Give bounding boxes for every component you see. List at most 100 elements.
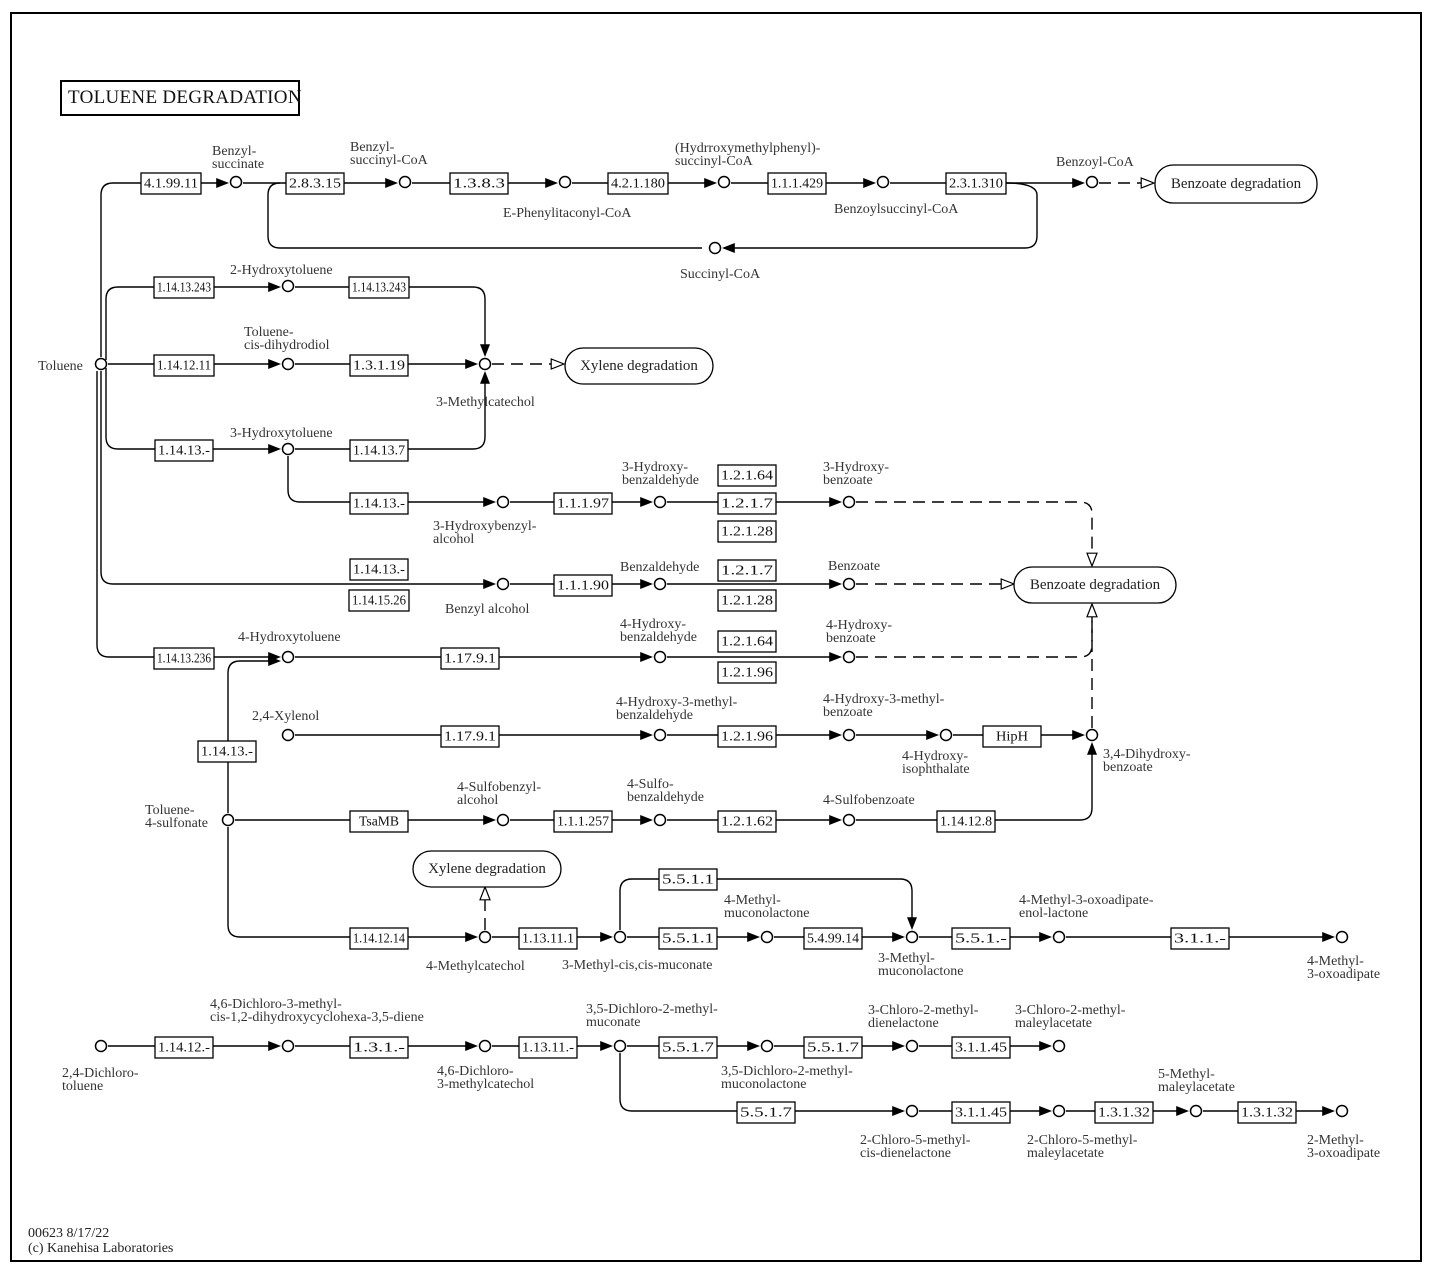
enzyme-box[interactable]: 1.1.1.429 [767, 172, 827, 195]
enzyme-box[interactable]: 1.14.12.14 [349, 927, 409, 950]
enzyme-box[interactable]: 1.2.1.64 [717, 464, 777, 487]
compound-2c5mcisdienelactone[interactable]: 2-Chloro-5-methyl-cis-dienelactone [860, 1104, 971, 1162]
compound-node-icon[interactable] [478, 930, 492, 944]
enzyme-rect[interactable] [154, 439, 214, 462]
compound-node-icon[interactable] [717, 175, 731, 189]
compound-4hydroxybenzoate[interactable]: 4-Hydroxy-benzoate [826, 618, 892, 664]
compound-node-icon[interactable] [1052, 930, 1066, 944]
enzyme-rect[interactable] [349, 927, 409, 950]
enzyme-box[interactable]: 3.1.1.45 [951, 1036, 1011, 1059]
enzyme-box[interactable]: 1.14.13.7 [349, 439, 409, 462]
enzyme-rect[interactable] [518, 927, 578, 950]
enzyme-rect[interactable] [982, 725, 1042, 748]
enzyme-box[interactable]: 1.2.1.64 [717, 630, 777, 653]
enzyme-box[interactable]: 5.5.1.- [951, 927, 1011, 950]
enzyme-rect[interactable] [285, 172, 345, 195]
enzyme-rect[interactable] [197, 740, 257, 763]
compound-node-icon[interactable] [842, 577, 856, 591]
compound-3hydroxybenzoate[interactable]: 3-Hydroxy-benzoate [823, 460, 889, 509]
enzyme-rect[interactable] [658, 868, 718, 891]
enzyme-rect[interactable] [349, 492, 409, 515]
compound-4sulfobenzaldehyde[interactable]: 4-Sulfo-benzaldehyde [627, 777, 704, 827]
compound-4h3mbenzoate[interactable]: 4-Hydroxy-3-methyl-benzoate [823, 692, 945, 742]
enzyme-box[interactable]: 1.14.12.8 [936, 810, 996, 833]
compound-5mmaleylacetate[interactable]: 5-Methyl-maleylacetate [1158, 1067, 1235, 1118]
enzyme-rect[interactable] [936, 810, 996, 833]
compound-node-icon[interactable] [281, 728, 295, 742]
enzyme-rect[interactable] [717, 630, 777, 653]
compound-node-icon[interactable] [1085, 728, 1099, 742]
enzyme-box[interactable]: 1.14.15.26 [348, 589, 410, 612]
enzyme-rect[interactable] [518, 1036, 578, 1059]
enzyme-rect[interactable] [717, 725, 777, 748]
enzyme-rect[interactable] [951, 927, 1011, 950]
enzyme-box[interactable]: 1.1.1.90 [553, 574, 613, 597]
enzyme-rect[interactable] [140, 172, 202, 195]
map-box[interactable] [1013, 566, 1177, 604]
enzyme-box[interactable]: 5.5.1.1 [658, 927, 718, 950]
compound-node-icon[interactable] [653, 577, 667, 591]
enzyme-box[interactable]: 1.2.1.28 [717, 589, 777, 612]
enzyme-box[interactable]: 1.14.13.- [154, 439, 214, 462]
compound-3hydroxybenzaldehyde[interactable]: 3-Hydroxy-benzaldehyde [622, 460, 699, 509]
compound-46dc3mcatechol[interactable]: 4,6-Dichloro-3-methylcatechol [437, 1039, 534, 1093]
compound-node-icon[interactable] [281, 279, 295, 293]
enzyme-rect[interactable] [348, 276, 410, 299]
compound-node-icon[interactable] [94, 1039, 108, 1053]
enzyme-box[interactable]: 5.4.99.14 [803, 927, 863, 950]
enzyme-box[interactable]: 3.1.1.45 [951, 1101, 1011, 1124]
compound-node-icon[interactable] [760, 1039, 774, 1053]
enzyme-box[interactable]: 1.2.1.96 [717, 661, 777, 684]
enzyme-box[interactable]: 1.2.1.28 [717, 520, 777, 543]
compound-3methylcatechol[interactable]: 3-Methylcatechol [436, 357, 535, 411]
compound-toluene[interactable]: Toluene [38, 357, 108, 375]
enzyme-rect[interactable] [348, 589, 410, 612]
enzyme-rect[interactable] [349, 439, 409, 462]
enzyme-box[interactable]: 1.2.1.7 [717, 492, 777, 515]
compound-node-icon[interactable] [1052, 1039, 1066, 1053]
enzyme-box[interactable]: 1.1.1.257 [553, 810, 613, 833]
compound-benzoate[interactable]: Benzoate [828, 559, 880, 591]
compound-46dcdiene[interactable]: 4,6-Dichloro-3-methyl-cis-1,2-dihydroxyc… [210, 997, 424, 1053]
compound-ephenylitaconylcoa[interactable]: E-Phenylitaconyl-CoA [503, 175, 632, 222]
enzyme-box[interactable]: 1.14.13.236 [153, 647, 215, 670]
map-box[interactable] [412, 850, 562, 888]
enzyme-rect[interactable] [153, 276, 215, 299]
compound-node-icon[interactable] [939, 728, 953, 742]
enzyme-box[interactable]: 1.2.1.7 [717, 559, 777, 582]
enzyme-box[interactable]: 1.2.1.62 [717, 810, 777, 833]
compound-4sulfobenzoate[interactable]: 4-Sulfobenzoate [823, 793, 915, 827]
enzyme-box[interactable]: 5.5.1.7 [803, 1036, 863, 1059]
compound-2hydroxytoluene[interactable]: 2-Hydroxytoluene [230, 263, 333, 293]
enzyme-box[interactable]: 1.3.1.19 [349, 354, 409, 377]
enzyme-box[interactable]: 1.14.12.- [154, 1036, 214, 1059]
enzyme-rect[interactable] [803, 1036, 863, 1059]
enzyme-box[interactable]: 5.5.1.7 [658, 1036, 718, 1059]
enzyme-box[interactable]: 1.3.1.- [349, 1036, 409, 1059]
enzyme-box[interactable]: 3.1.1.- [1170, 927, 1230, 950]
compound-node-icon[interactable] [653, 495, 667, 509]
compound-toluenecisdihydrodiol[interactable]: Toluene-cis-dihydrodiol [244, 325, 330, 371]
compound-node-icon[interactable] [478, 357, 492, 371]
enzyme-rect[interactable] [717, 589, 777, 612]
enzyme-box[interactable]: 5.5.1.7 [736, 1101, 796, 1124]
enzyme-box[interactable]: 4.2.1.180 [607, 172, 669, 195]
compound-3mccmuconate[interactable]: 3-Methyl-cis,cis-muconate [562, 930, 712, 974]
compound-node-icon[interactable] [653, 650, 667, 664]
enzyme-rect[interactable] [1094, 1101, 1154, 1124]
enzyme-box[interactable]: 1.3.1.32 [1237, 1101, 1297, 1124]
enzyme-rect[interactable] [553, 810, 613, 833]
enzyme-rect[interactable] [658, 1036, 718, 1059]
compound-benzylsuccinylcoa[interactable]: Benzyl-succinyl-CoA [350, 140, 429, 189]
enzyme-box[interactable]: 1.2.1.96 [717, 725, 777, 748]
enzyme-box[interactable]: TsaMB [349, 810, 409, 833]
enzyme-rect[interactable] [553, 574, 613, 597]
enzyme-box[interactable]: 4.1.99.11 [140, 172, 202, 195]
enzyme-box[interactable]: 1.14.12.11 [153, 354, 215, 377]
compound-toluene4sulfonate[interactable]: Toluene-4-sulfonate [145, 803, 235, 831]
compound-hmpsuccinylcoa[interactable]: (Hydrroxymethylphenyl)-succinyl-CoA [675, 141, 821, 189]
compound-node-icon[interactable] [842, 813, 856, 827]
compound-2methyl3oxoadipate[interactable]: 2-Methyl-3-oxoadipate [1307, 1104, 1380, 1162]
enzyme-rect[interactable] [440, 647, 500, 670]
enzyme-rect[interactable] [349, 354, 409, 377]
